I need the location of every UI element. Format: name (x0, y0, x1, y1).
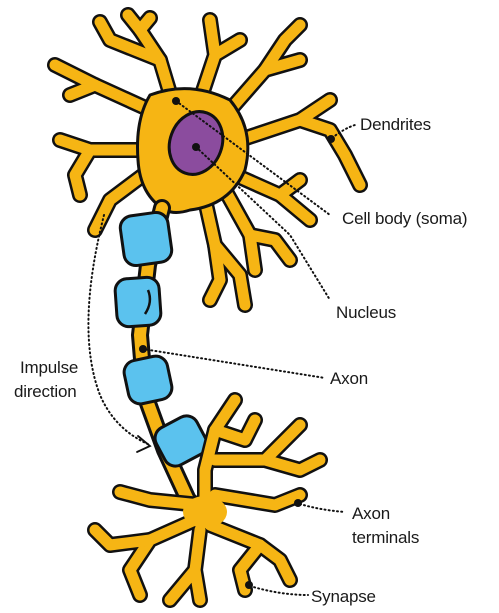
axon-terminals (95, 400, 320, 600)
label-axon-terminals-line2: terminals (352, 528, 419, 547)
label-synapse: Synapse (311, 587, 376, 606)
pointer-axon-terminals (300, 504, 345, 512)
label-impulse-line2: direction (14, 382, 76, 401)
label-axon-terminals-line1: Axon (352, 504, 390, 523)
label-cell-body: Cell body (soma) (342, 209, 467, 228)
label-nucleus: Nucleus (336, 303, 396, 322)
label-impulse-line1: Impulse (20, 358, 78, 377)
myelin-sheaths (114, 211, 211, 470)
label-axon: Axon (330, 369, 368, 388)
label-dendrites: Dendrites (360, 115, 431, 134)
pointer-synapse (250, 586, 308, 595)
impulse-arrowhead (137, 436, 150, 452)
